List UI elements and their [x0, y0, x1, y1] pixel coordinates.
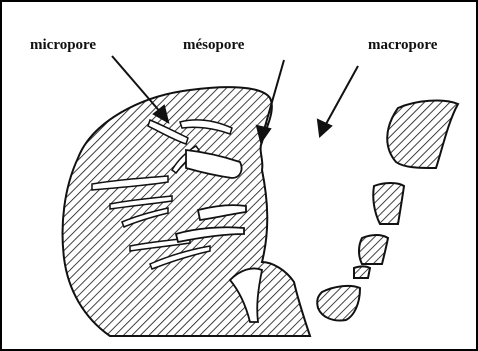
fragment-small-1: [359, 235, 388, 264]
micropore-label: micropore: [30, 38, 96, 53]
mesopore-label: mésopore: [183, 38, 244, 53]
fragment-small-2: [354, 267, 370, 279]
detached-fragments: [317, 101, 458, 321]
macropore-arrowhead: [318, 120, 331, 136]
fragment-bottom: [317, 286, 360, 321]
fragment-large: [387, 101, 458, 168]
fragment-mid: [373, 183, 404, 224]
macropore-label: macropore: [368, 38, 437, 53]
macropore-arrow: [326, 66, 358, 124]
